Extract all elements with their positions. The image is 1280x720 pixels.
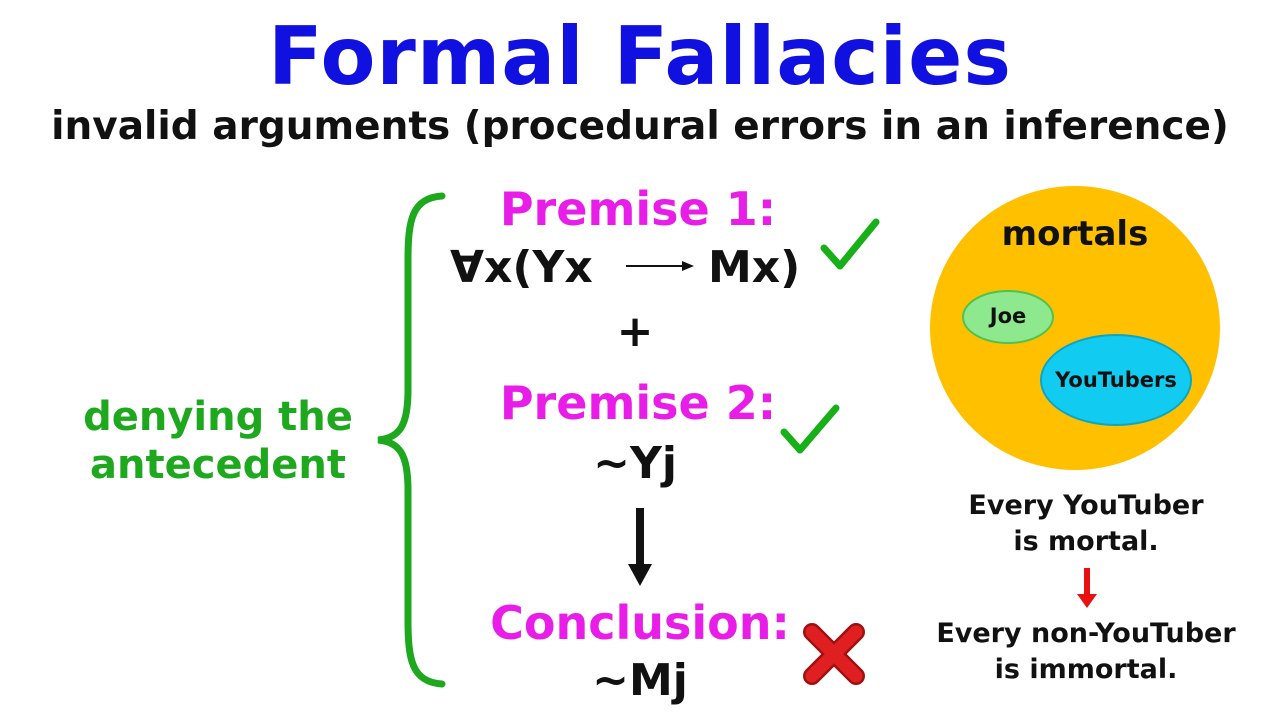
premise1-formula-right: Mx) xyxy=(708,242,801,293)
note-invalid-line2: is immortal. xyxy=(994,654,1178,685)
venn-joe-ellipse xyxy=(962,290,1054,344)
venn-joe-label: Joe xyxy=(989,304,1027,328)
fallacy-name-line1: denying the xyxy=(83,394,353,440)
venn-youtubers-ellipse xyxy=(1040,334,1192,426)
note-invalid-line1: Every non-YouTuber xyxy=(936,618,1236,649)
down-arrow-icon xyxy=(628,508,652,586)
venn-youtubers-label: YouTubers xyxy=(1055,368,1177,392)
check-icon-premise2 xyxy=(780,404,840,454)
page-title: Formal Fallacies xyxy=(268,10,1012,103)
plus-sign: + xyxy=(616,306,654,357)
premise1-formula-left: ∀x(Yx xyxy=(450,242,593,293)
page-subtitle: invalid arguments (procedural errors in … xyxy=(51,104,1229,149)
conclusion-formula: ~Mj xyxy=(592,655,688,706)
premise2-formula: ~Yj xyxy=(593,438,677,489)
conclusion-label: Conclusion: xyxy=(490,596,790,650)
cross-icon xyxy=(803,623,865,685)
fallacy-name-line2: antecedent xyxy=(90,442,346,488)
curly-brace xyxy=(377,192,446,688)
note-valid-line2: is mortal. xyxy=(1013,526,1159,557)
red-down-arrow-icon xyxy=(1077,568,1097,608)
premise1-label: Premise 1: xyxy=(499,182,777,236)
check-icon-premise1 xyxy=(820,218,880,270)
venn-mortals-label: mortals xyxy=(1001,214,1149,254)
note-valid-line1: Every YouTuber xyxy=(968,490,1204,521)
implies-arrow-icon xyxy=(626,261,694,271)
premise2-label: Premise 2: xyxy=(499,376,777,430)
